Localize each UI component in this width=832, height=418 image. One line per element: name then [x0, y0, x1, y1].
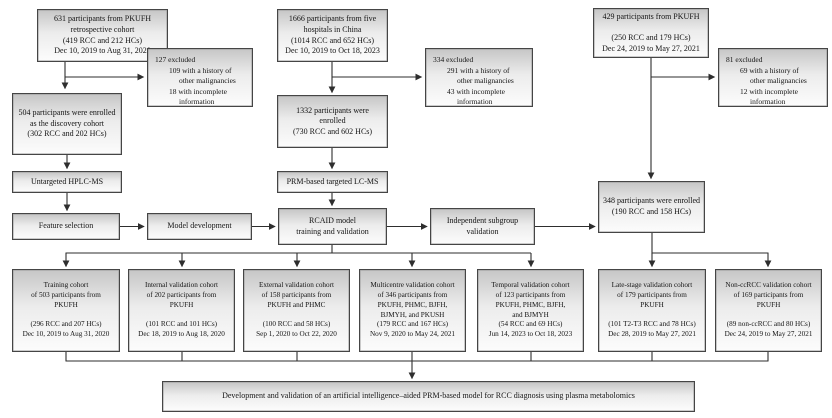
excluded-line: information	[750, 97, 786, 106]
excluded-line: 334 excluded	[433, 55, 474, 64]
box-pkufh-subgroup-cohort: 429 participants from PKUFH (250 RCC and…	[593, 8, 709, 58]
excluded-line: 127 excluded	[155, 55, 196, 64]
box-excluded-discovery: 127 excluded 109 with a history of other…	[147, 48, 253, 107]
box-independent-subgroup-validation: Independent subgroup validation	[430, 208, 535, 245]
box-targeted-enrolled: 1332 participants were enrolled (730 RCC…	[277, 95, 388, 148]
box-late-stage-validation-cohort: Late-stage validation cohort of 179 part…	[598, 269, 706, 352]
connector-lines	[65, 233, 769, 362]
box-non-ccrcc-validation-cohort: Non-ccRCC validation cohort of 169 parti…	[715, 269, 822, 352]
box-subgroup-enrolled: 348 participants were enrolled (190 RCC …	[598, 181, 705, 233]
box-model-development: Model development	[147, 213, 252, 240]
excluded-line: other malignancies	[179, 76, 236, 85]
box-temporal-validation-cohort: Temporal validation cohort of 123 partic…	[477, 269, 584, 352]
box-discovery-enrolled: 504 participants were enrolled as the di…	[12, 93, 122, 155]
excluded-line: 69 with a history of	[740, 65, 799, 75]
box-pkufh-retrospective-cohort: 631 participants from PKUFH retrospectiv…	[37, 9, 168, 62]
box-five-hospitals-cohort: 1666 participants from five hospitals in…	[277, 9, 388, 62]
box-conclusion: Development and validation of an artific…	[162, 381, 695, 412]
box-feature-selection: Feature selection	[12, 213, 120, 240]
box-training-cohort: Training cohort of 503 participants from…	[12, 269, 120, 352]
excluded-line: 12 with incomplete	[740, 86, 798, 96]
box-prm-targeted-lc-ms: PRM-based targeted LC-MS	[277, 171, 388, 193]
excluded-line: 18 with incomplete	[169, 86, 227, 96]
box-rcaid-training-validation: RCAID model training and validation	[278, 208, 387, 245]
box-internal-validation-cohort: Internal validation cohort of 202 partic…	[128, 269, 235, 352]
box-multicentre-validation-cohort: Multicentre validation cohort of 346 par…	[359, 269, 466, 352]
excluded-line: 291 with a history of	[447, 65, 510, 75]
box-excluded-subgroup: 81 excluded 69 with a history of other m…	[718, 48, 828, 107]
excluded-line: 43 with incomplete	[447, 86, 505, 96]
excluded-line: 109 with a history of	[169, 65, 232, 75]
excluded-line: 81 excluded	[726, 55, 763, 64]
box-excluded-targeted: 334 excluded 291 with a history of other…	[425, 48, 533, 107]
box-untargeted-hplc-ms: Untargeted HPLC-MS	[12, 171, 122, 193]
excluded-line: other malignancies	[750, 76, 807, 85]
excluded-line: information	[457, 97, 493, 106]
box-external-validation-cohort: External validation cohort of 158 partic…	[243, 269, 350, 352]
excluded-line: information	[179, 97, 215, 106]
excluded-line: other malignancies	[457, 76, 514, 85]
